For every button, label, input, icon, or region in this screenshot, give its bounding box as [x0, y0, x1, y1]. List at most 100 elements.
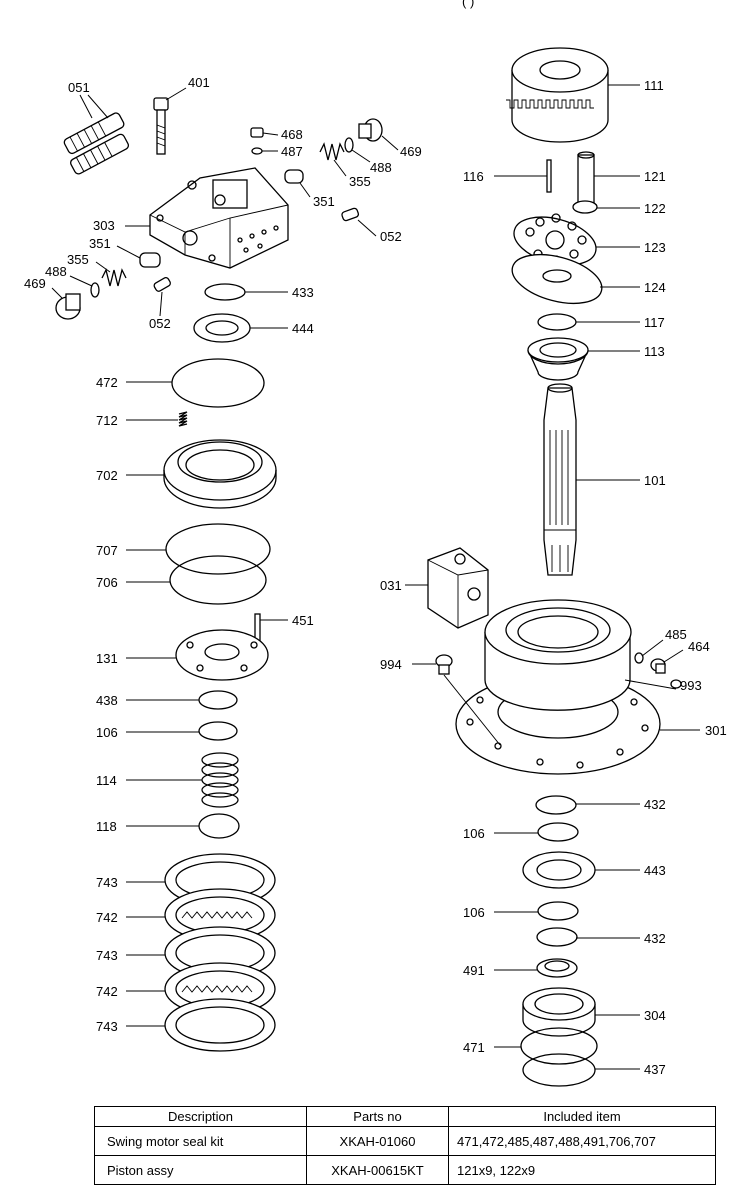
part-437-snap-ring: [522, 1053, 596, 1087]
part-303-valve-block: [149, 167, 289, 269]
label-438: 438: [96, 693, 118, 708]
part-438-snap-ring: [198, 690, 238, 710]
cell-parts-no: XKAH-01060: [306, 1126, 449, 1156]
label-485: 485: [665, 627, 687, 642]
label-121: 121: [644, 169, 666, 184]
cell-description: Piston assy: [94, 1155, 307, 1185]
label-052a: 052: [380, 229, 402, 244]
label-994: 994: [380, 657, 402, 672]
part-432b-snap-ring: [536, 927, 578, 947]
part-106b-ring: [537, 822, 579, 842]
label-469b: 469: [24, 276, 46, 291]
part-993-plug: [670, 679, 682, 689]
part-304-cover: [522, 987, 596, 1037]
label-444: 444: [292, 321, 314, 336]
leader-lines: [51, 84, 700, 1070]
label-432a: 432: [644, 797, 666, 812]
label-052b: 052: [149, 316, 171, 331]
exploded-parts-diagram: ( ): [24, 0, 727, 1087]
table-row: Piston assy XKAH-00615KT 121x9, 122x9: [94, 1155, 716, 1185]
part-051-connectors: [63, 112, 130, 175]
label-101: 101: [644, 473, 666, 488]
part-401-bolt: [153, 97, 169, 155]
label-432b: 432: [644, 931, 666, 946]
part-106c-ring: [537, 901, 579, 921]
table-row: Swing motor seal kit XKAH-01060 471,472,…: [94, 1126, 716, 1156]
part-labels: 051 401 468 487 488 469 355 351 052 303 …: [24, 75, 727, 1077]
cell-description: Swing motor seal kit: [94, 1126, 307, 1156]
cell-included-item: 121x9, 122x9: [448, 1155, 716, 1185]
label-472: 472: [96, 375, 118, 390]
label-355b: 355: [67, 252, 89, 267]
label-743c: 743: [96, 1019, 118, 1034]
part-101-shaft: [543, 383, 577, 576]
part-116-pin: [546, 159, 552, 193]
label-712: 712: [96, 413, 118, 428]
label-433: 433: [292, 285, 314, 300]
part-707-o-ring: [165, 523, 271, 575]
label-118: 118: [96, 819, 117, 834]
label-471: 471: [463, 1040, 485, 1055]
part-111-cylinder-block: [506, 47, 609, 143]
label-122: 122: [644, 201, 666, 216]
part-706-o-ring: [169, 555, 267, 605]
label-491: 491: [463, 963, 485, 978]
label-702: 702: [96, 468, 118, 483]
part-468-plug: [250, 127, 264, 155]
part-052-fitting-left: [153, 276, 171, 292]
label-451: 451: [292, 613, 314, 628]
header-included-item: Included item: [448, 1106, 716, 1127]
label-742a: 742: [96, 910, 118, 925]
label-706: 706: [96, 575, 118, 590]
part-122-shoe: [572, 200, 598, 214]
part-433-snap-ring: [204, 283, 246, 301]
label-303: 303: [93, 218, 115, 233]
label-707: 707: [96, 543, 118, 558]
part-432a-snap-ring: [535, 795, 577, 815]
part-702-brake-piston: [163, 439, 277, 509]
part-485-o-ring: [634, 652, 644, 664]
part-743c-separator-plate: [164, 998, 276, 1052]
label-117: 117: [644, 315, 665, 330]
part-114-spring: [201, 752, 239, 808]
part-491-oil-seal: [536, 958, 578, 978]
part-443-bearing: [522, 851, 596, 889]
label-993: 993: [680, 678, 702, 693]
label-469a: 469: [400, 144, 422, 159]
part-118-ring: [198, 813, 240, 839]
label-304: 304: [644, 1008, 666, 1023]
part-444-bearing: [193, 313, 251, 343]
header-description: Description: [94, 1106, 307, 1127]
part-052-fitting-right: [341, 207, 360, 222]
label-742b: 742: [96, 984, 118, 999]
part-469-plug-lower: [55, 252, 161, 320]
part-121-piston: [577, 151, 595, 204]
part-301-casing: [455, 599, 661, 775]
label-123: 123: [644, 240, 666, 255]
part-472-o-ring: [171, 358, 265, 408]
label-464: 464: [688, 639, 710, 654]
parts-kit-table: Description Parts no Included item Swing…: [94, 1106, 716, 1185]
cell-parts-no: XKAH-00615KT: [306, 1155, 449, 1185]
header-parts-no: Parts no: [306, 1106, 449, 1127]
part-994-plug: [435, 654, 453, 675]
header-fragment: ( ): [462, 0, 474, 9]
label-488b: 488: [45, 264, 67, 279]
part-471-o-ring: [520, 1027, 598, 1065]
part-464-plug: [650, 658, 666, 674]
label-401: 401: [188, 75, 210, 90]
part-469-plug-upper: [284, 118, 383, 184]
label-106b: 106: [463, 826, 485, 841]
label-131: 131: [96, 651, 118, 666]
label-106c: 106: [463, 905, 485, 920]
table-header-row: Description Parts no Included item: [94, 1106, 716, 1127]
label-116: 116: [463, 169, 484, 184]
label-437: 437: [644, 1062, 666, 1077]
label-468: 468: [281, 127, 303, 142]
label-113: 113: [644, 344, 665, 359]
label-111: 111: [644, 78, 664, 93]
part-117-ring: [537, 313, 577, 331]
part-113-spherical-bushing: [527, 337, 589, 381]
part-712-spring: [178, 411, 188, 427]
part-106a-ring: [198, 721, 238, 741]
